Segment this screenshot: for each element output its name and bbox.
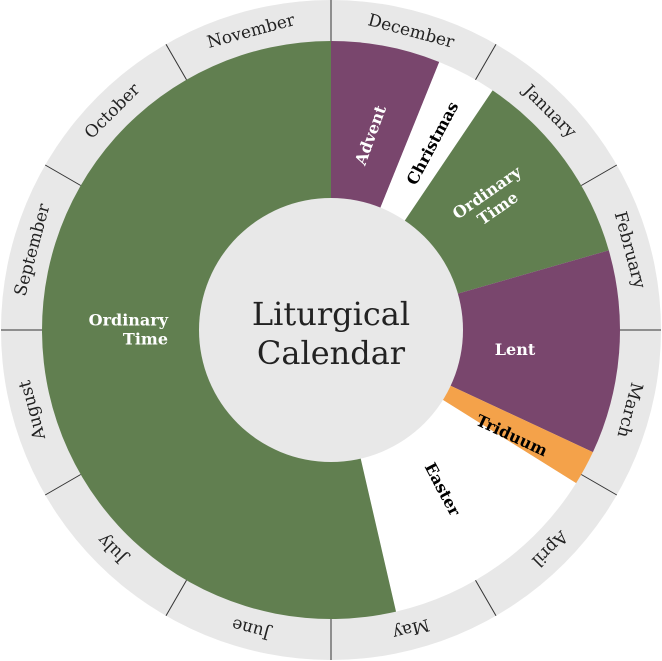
month-divider (581, 164, 618, 186)
center-circle (199, 198, 463, 462)
month-divider (475, 580, 497, 617)
season-label-lent: Lent (495, 340, 536, 359)
month-divider (581, 474, 618, 496)
month-divider (475, 43, 497, 80)
title-line-2: Calendar (257, 334, 406, 372)
month-divider (165, 43, 187, 80)
season-label-line: Ordinary (89, 311, 169, 330)
season-label-line: Lent (495, 340, 536, 359)
month-divider (165, 580, 187, 617)
season-label-line: Time (123, 330, 168, 349)
month-divider (44, 474, 81, 496)
season-segment-lent (331, 250, 620, 453)
title-line-1: Liturgical (252, 295, 410, 333)
month-divider (44, 164, 81, 186)
